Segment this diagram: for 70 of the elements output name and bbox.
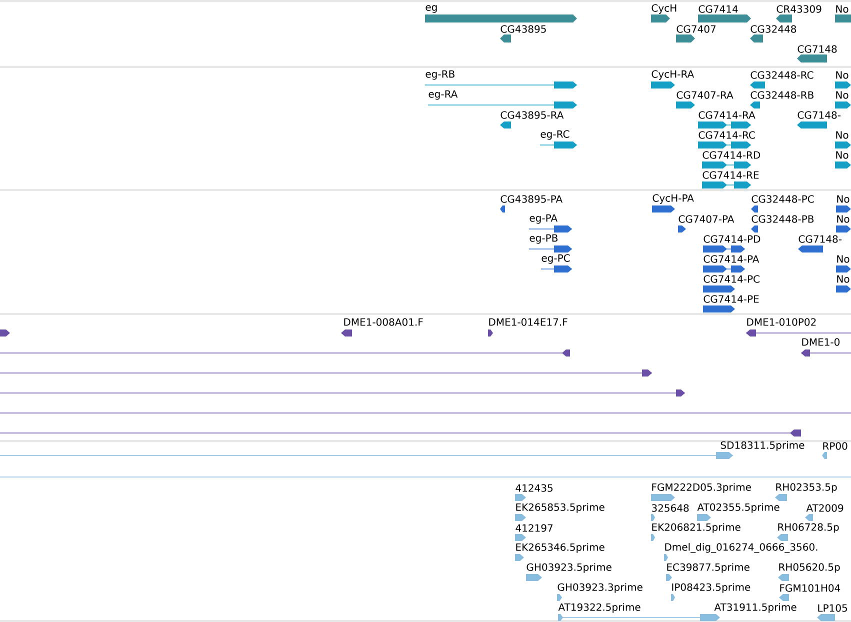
feature-label: Dmel_dig_016274_0666_3560. <box>665 543 818 553</box>
feature-label: eg-RB <box>426 70 454 80</box>
feature-label: No <box>837 275 850 283</box>
feature-label: CG7414-RC <box>698 131 755 139</box>
feature-label: FGM222D05.3prime <box>652 483 751 493</box>
feature-label: CG32448-RB <box>750 91 814 99</box>
feature-label: CG32448-RC <box>750 71 814 79</box>
feature-label: RH05620.5p <box>779 563 840 573</box>
feature-label: AT2009 <box>806 504 844 512</box>
feature-label: No <box>837 215 850 223</box>
feature-label: DME1-008A01.F <box>344 318 423 326</box>
feature-label: CG7414-PC <box>704 275 760 283</box>
feature-label: DME1-014E17.F <box>489 318 568 326</box>
feature-label: CycH-RA <box>652 70 694 80</box>
feature-label: 412435 <box>516 484 552 492</box>
feature-label: CG43895-PA <box>500 195 562 203</box>
feature-label: CG7407-RA <box>676 91 734 99</box>
feature-label: AT02355.5prime <box>697 503 780 513</box>
feature-label: DME1-010P02 <box>747 318 816 326</box>
feature-label: CG32448 <box>750 25 796 33</box>
feature-label: EK206821.5prime <box>652 523 740 533</box>
feature-label: No <box>837 255 850 263</box>
feature-label: RH02353.5p <box>776 483 837 493</box>
feature-label: CG32448-PC <box>752 195 814 203</box>
feature-label: RP00 <box>823 442 848 450</box>
feature-label: DME1-0 <box>802 338 840 346</box>
feature-label: RH06728.5p <box>778 523 839 533</box>
feature-label: CG7414-PE <box>704 295 759 303</box>
feature-label: No <box>836 151 848 159</box>
feature-label: CycH <box>652 4 676 14</box>
feature-label: CG7407-PA <box>678 215 734 223</box>
feature-label: CG7414-RA <box>698 111 756 119</box>
feature-label: CG7414-RE <box>702 171 759 179</box>
feature-label: AT19322.5prime <box>558 603 640 613</box>
feature-label: No <box>836 71 848 79</box>
feature-label: CG7148- <box>798 235 842 243</box>
feature-label: GH03923.3prime <box>558 583 642 593</box>
feature-label: eg-RA <box>428 90 458 100</box>
feature-label: LP105 <box>818 604 848 612</box>
feature-label: EK265346.5prime <box>516 543 604 553</box>
feature-label: 325648 <box>652 504 689 512</box>
feature-label: No <box>837 195 850 203</box>
feature-label: eg <box>426 5 437 13</box>
feature-label: CG32448-PB <box>752 215 814 223</box>
feature-label: eg-RC <box>540 130 570 140</box>
feature-label: CG43895-RA <box>500 111 564 119</box>
feature-label: 412197 <box>516 524 552 532</box>
feature-label: CG7407 <box>676 25 716 33</box>
feature-label: CR43309 <box>776 5 822 13</box>
feature-label: No <box>836 5 848 13</box>
feature-label: CG7148 <box>798 45 837 53</box>
feature-label: AT31911.5prime <box>714 603 796 613</box>
feature-label: SD18311.5prime <box>720 441 804 451</box>
feature-label: IP08423.5prime <box>672 583 750 593</box>
feature-label: CG7414-RD <box>702 151 760 159</box>
feature-label: No <box>836 131 848 139</box>
feature-label: FGM101H04 <box>780 584 840 592</box>
feature-label: eg-PA <box>530 214 558 224</box>
feature-label: GH03923.5prime <box>526 563 612 573</box>
feature-label: EK265853.5prime <box>516 503 604 513</box>
feature-label: EC39877.5prime <box>667 563 750 573</box>
feature-label: No <box>836 91 848 99</box>
feature-label: CG43895 <box>500 25 546 33</box>
feature-label: eg-PC <box>542 254 570 264</box>
feature-label: CG7414-PD <box>704 235 760 243</box>
feature-label: CG7414 <box>698 5 738 13</box>
feature-label: CycH-PA <box>652 194 694 204</box>
feature-label: eg-PB <box>530 234 558 244</box>
feature-label: CG7414-PA <box>704 255 760 263</box>
feature-label: CG7148- <box>798 111 840 119</box>
